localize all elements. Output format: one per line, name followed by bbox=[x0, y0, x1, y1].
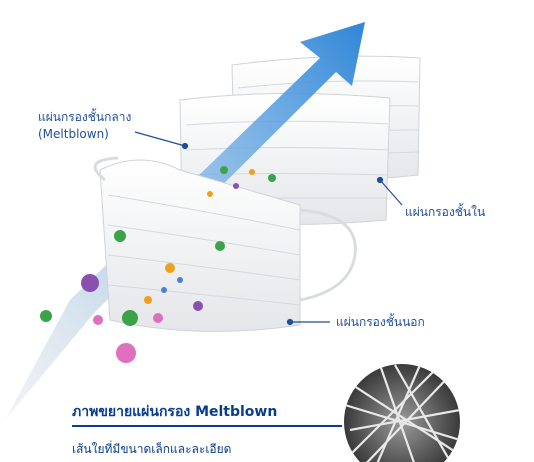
particle-icon bbox=[249, 169, 255, 175]
particle-icon bbox=[165, 263, 175, 273]
outer-layer-label: แผ่นกรองชั้นนอก bbox=[336, 315, 425, 329]
particle-icon bbox=[161, 287, 167, 293]
germ-icon bbox=[220, 166, 228, 174]
inner-layer-label: แผ่นกรองชั้นใน bbox=[405, 205, 486, 219]
outer-layer-mask bbox=[93, 156, 357, 332]
germ-icon bbox=[114, 230, 126, 242]
germ-icon bbox=[122, 310, 138, 326]
germ-icon bbox=[116, 343, 136, 363]
middle-layer-note: (Meltblown) bbox=[38, 127, 109, 141]
germ-icon bbox=[81, 274, 99, 292]
particle-icon bbox=[177, 277, 183, 283]
magnify-description: เส้นใยที่มีขนาดเล็กและละเอียด bbox=[72, 442, 232, 456]
germ-icon bbox=[153, 313, 163, 323]
germ-cluster bbox=[40, 166, 276, 363]
germ-icon bbox=[40, 310, 52, 322]
leader-lines bbox=[134, 131, 403, 326]
germ-icon bbox=[233, 183, 239, 189]
middle-layer-label: แผ่นกรองชั้นกลาง bbox=[38, 110, 132, 124]
magnify-heading: ภาพขยายแผ่นกรอง Meltblown bbox=[72, 404, 278, 420]
particle-icon bbox=[144, 296, 152, 304]
germ-icon bbox=[93, 315, 103, 325]
particle-icon bbox=[207, 191, 213, 197]
heading-divider bbox=[72, 425, 342, 427]
germ-icon bbox=[268, 174, 276, 182]
fiber-magnified-icon bbox=[344, 364, 460, 462]
germ-icon bbox=[193, 301, 203, 311]
germ-icon bbox=[215, 241, 225, 251]
